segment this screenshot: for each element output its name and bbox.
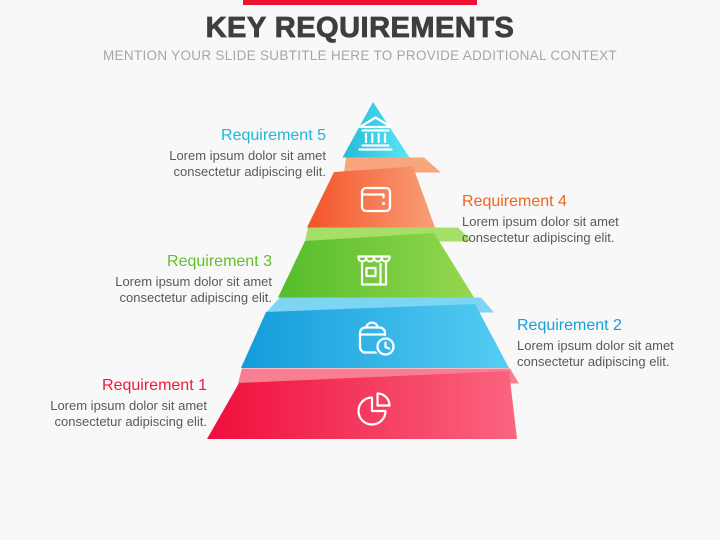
callout-requirement-3: Requirement 3 Lorem ipsum dolor sit amet… — [115, 251, 272, 305]
bag-clock-icon — [358, 321, 397, 358]
requirement-3-description-line2: consectetur adipiscing elit. — [119, 289, 272, 305]
requirement-5-description-line1: Lorem ipsum dolor sit amet — [169, 148, 326, 163]
pyramid-level-3-face — [278, 233, 474, 298]
requirement-4-description-line1: Lorem ipsum dolor sit amet — [462, 214, 619, 229]
requirement-4-label: Requirement 4 — [462, 193, 567, 210]
requirement-1-description-line2: consectetur adipiscing elit. — [54, 413, 207, 429]
requirement-1-description-line1: Lorem ipsum dolor sit amet — [50, 398, 207, 413]
page-title: KEY REQUIREMENTS — [205, 12, 515, 45]
requirement-3-label: Requirement 3 — [167, 253, 272, 270]
requirement-5-description-line2: consectetur adipiscing elit. — [173, 163, 326, 179]
requirement-2-description-line1: Lorem ipsum dolor sit amet — [517, 338, 674, 353]
requirement-2-label: Requirement 2 — [517, 317, 622, 334]
pyramid-level-4-flap — [344, 157, 441, 173]
bank-icon — [358, 116, 393, 151]
requirement-4-description-line2: consectetur adipiscing elit. — [462, 229, 615, 245]
callout-requirement-1: Requirement 1 Lorem ipsum dolor sit amet… — [50, 375, 207, 429]
slide-subtitle: MENTION YOUR SLIDE SUBTITLE HERE TO PROV… — [103, 48, 617, 63]
requirement-3-description-line1: Lorem ipsum dolor sit amet — [115, 274, 272, 289]
store-icon — [357, 255, 391, 286]
wallet-icon — [360, 186, 392, 213]
requirement-2-description-line2: consectetur adipiscing elit. — [517, 353, 670, 369]
accent-bar — [243, 0, 477, 5]
requirement-5-label: Requirement 5 — [221, 127, 326, 144]
pyramid-level-4-face — [307, 166, 435, 228]
pyramid-level-2-face — [241, 304, 509, 368]
pyramid-level-1-face — [207, 371, 517, 439]
callout-requirement-2: Requirement 2 Lorem ipsum dolor sit amet… — [517, 315, 674, 369]
pie-chart-icon — [357, 392, 391, 426]
callout-requirement-4: Requirement 4 Lorem ipsum dolor sit amet… — [462, 191, 619, 245]
callout-requirement-5: Requirement 5 Lorem ipsum dolor sit amet… — [169, 125, 326, 179]
requirement-1-label: Requirement 1 — [102, 377, 207, 394]
